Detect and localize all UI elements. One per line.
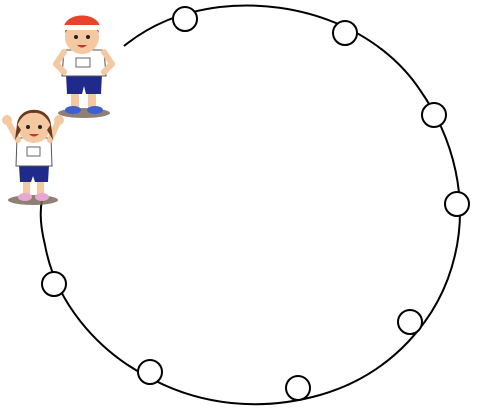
girl-illustration [2, 110, 64, 205]
marker-circle [445, 192, 469, 216]
marker-circle [333, 21, 357, 45]
marker-circle [286, 376, 310, 400]
marker-circle [422, 103, 446, 127]
marker-circle [138, 360, 162, 384]
marker-circle [173, 7, 197, 31]
boy-illustration [56, 16, 112, 119]
marker-circle [398, 310, 422, 334]
marker-circle [42, 272, 66, 296]
